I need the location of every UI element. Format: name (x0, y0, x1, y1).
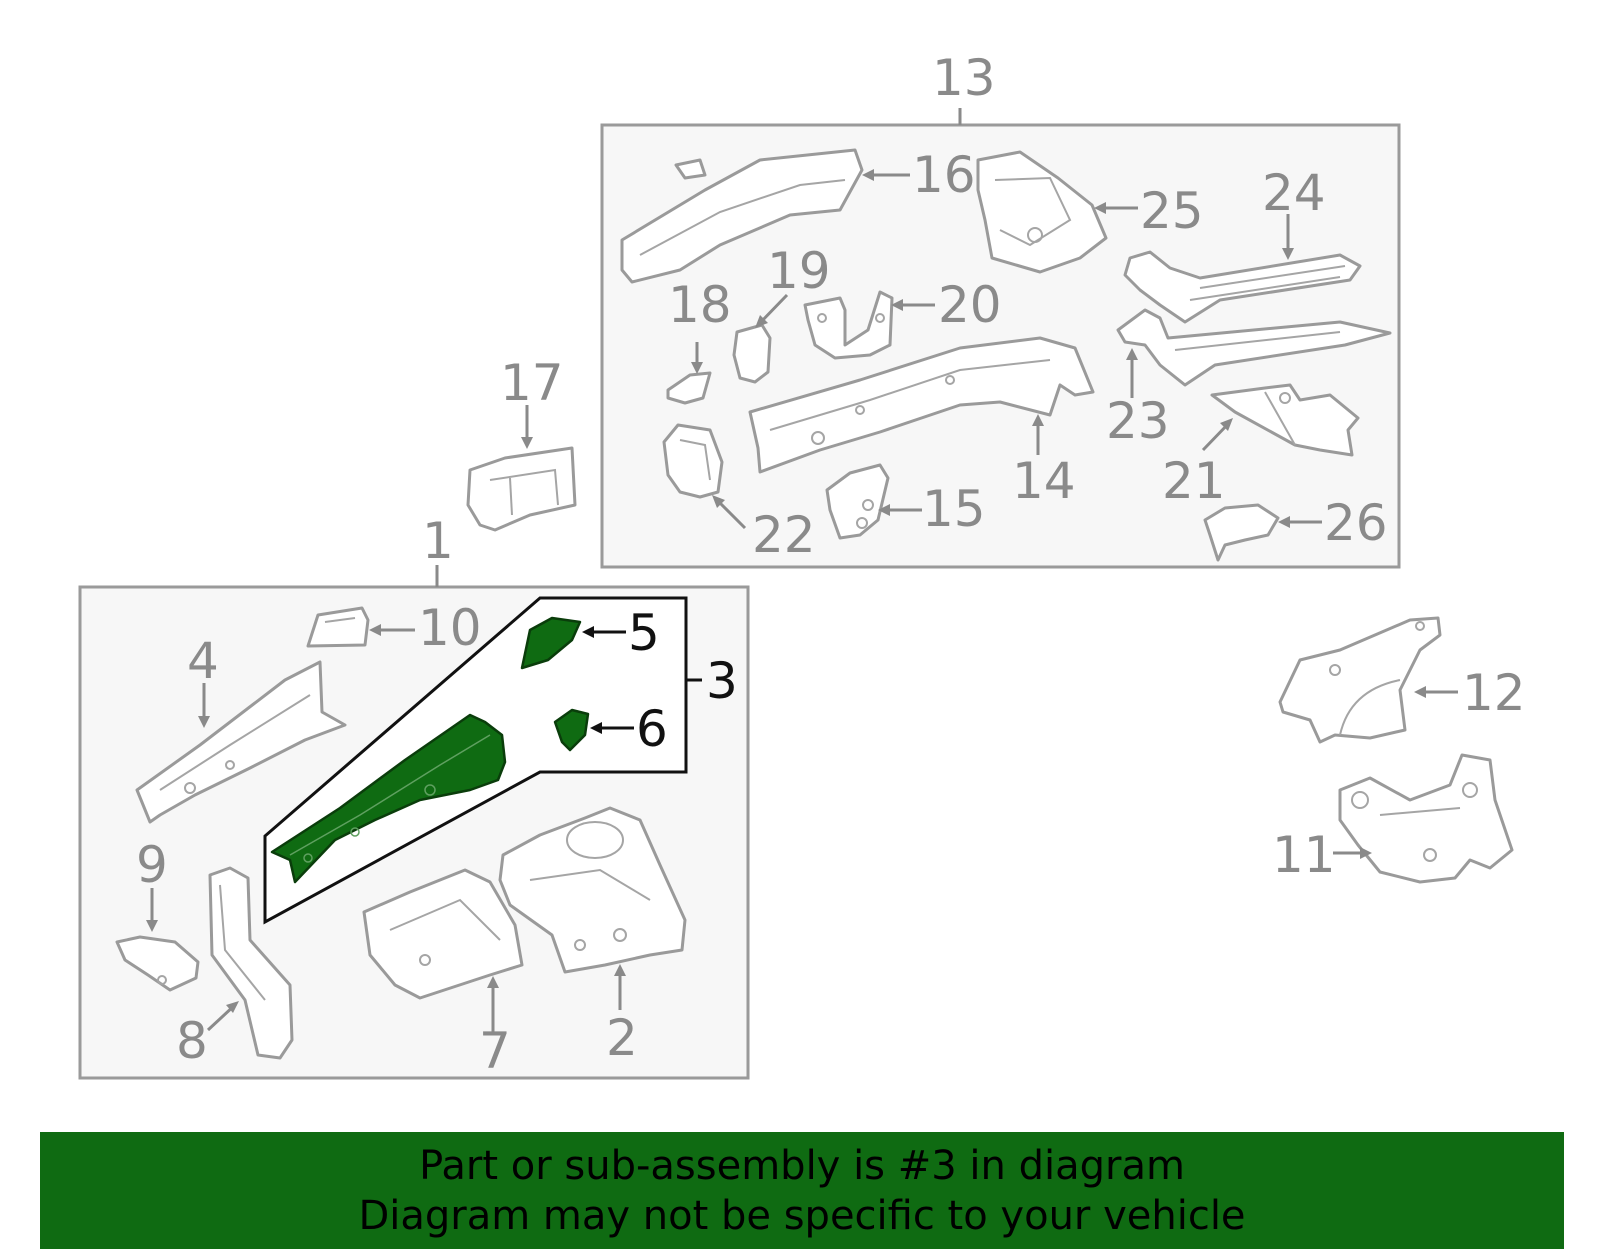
part-17[interactable] (466, 446, 577, 532)
part-2[interactable] (498, 806, 687, 974)
callout-17[interactable]: 17 (500, 354, 564, 412)
callout-24[interactable]: 24 (1262, 164, 1326, 222)
callout-19[interactable]: 19 (767, 242, 831, 300)
part-18[interactable] (666, 371, 712, 405)
callout-20[interactable]: 20 (938, 276, 1002, 334)
part-7[interactable] (362, 868, 524, 1000)
part-10[interactable] (306, 606, 370, 648)
part-22[interactable] (662, 423, 724, 499)
callout-4[interactable]: 4 (187, 632, 219, 690)
callout-3[interactable]: 3 (706, 652, 738, 710)
part-15[interactable] (825, 463, 890, 540)
highlighted-part-5[interactable] (520, 616, 582, 670)
banner-line-1: Part or sub-assembly is #3 in diagram (419, 1142, 1185, 1189)
part-9[interactable] (115, 935, 200, 992)
callout-11[interactable]: 11 (1272, 826, 1336, 884)
part-20[interactable] (803, 290, 894, 360)
part-12[interactable] (1278, 616, 1442, 744)
part-16[interactable] (620, 148, 864, 284)
callout-2[interactable]: 2 (606, 1009, 638, 1067)
callout-5[interactable]: 5 (628, 604, 660, 662)
highlighted-part-3[interactable] (270, 713, 507, 884)
callout-10[interactable]: 10 (418, 599, 482, 657)
callout-25[interactable]: 25 (1140, 182, 1204, 240)
callout-1[interactable]: 1 (422, 512, 454, 570)
part-26[interactable] (1203, 503, 1280, 562)
callout-18[interactable]: 18 (668, 276, 732, 334)
banner-line-2: Diagram may not be specific to your vehi… (358, 1192, 1246, 1239)
part-8[interactable] (208, 866, 294, 1060)
callout-8[interactable]: 8 (176, 1012, 208, 1070)
info-banner: Part or sub-assembly is #3 in diagram Di… (40, 1132, 1564, 1249)
part-25[interactable] (976, 150, 1108, 274)
callout-16[interactable]: 16 (912, 146, 976, 204)
callout-23[interactable]: 23 (1106, 392, 1170, 450)
callout-12[interactable]: 12 (1462, 664, 1526, 722)
part-19[interactable] (732, 323, 772, 384)
part-4[interactable] (135, 660, 347, 824)
callout-14[interactable]: 14 (1012, 452, 1076, 510)
callout-7[interactable]: 7 (479, 1022, 511, 1080)
part-24[interactable] (1123, 250, 1362, 324)
part-14[interactable] (748, 336, 1095, 474)
callout-6[interactable]: 6 (636, 700, 668, 758)
callout-26[interactable]: 26 (1324, 494, 1388, 552)
callout-13[interactable]: 13 (932, 49, 996, 107)
callout-9[interactable]: 9 (136, 836, 168, 894)
callout-21[interactable]: 21 (1162, 452, 1226, 510)
highlighted-part-6[interactable] (553, 708, 590, 752)
callout-22[interactable]: 22 (752, 506, 816, 564)
part-11[interactable] (1338, 753, 1514, 884)
part-21[interactable] (1210, 383, 1360, 457)
part-23[interactable] (1116, 308, 1392, 387)
callout-15[interactable]: 15 (922, 480, 986, 538)
